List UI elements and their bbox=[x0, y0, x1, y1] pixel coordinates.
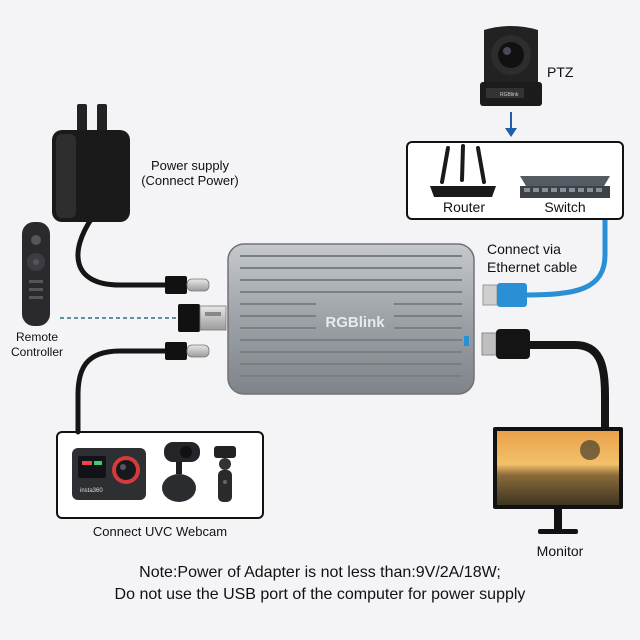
power-supply-label-line1: Power supply bbox=[150, 158, 230, 173]
remote-label: Remote Controller bbox=[2, 330, 72, 360]
usb-c-connector-icon bbox=[165, 342, 210, 360]
rgblink-device bbox=[227, 243, 475, 395]
monitor-icon bbox=[493, 427, 623, 534]
note-line-1: Note:Power of Adapter is not less than:9… bbox=[139, 564, 501, 581]
ptz-camera-icon bbox=[480, 26, 542, 106]
ethernet-label-line1: Connect via bbox=[487, 241, 561, 257]
power-supply-label: Power supply (Connect Power) bbox=[130, 158, 250, 188]
usb-a-connector-icon bbox=[178, 304, 227, 332]
ethernet-label-line2: Ethernet cable bbox=[487, 259, 578, 275]
remote-label-line2: Controller bbox=[10, 345, 64, 359]
webcam-icon bbox=[162, 442, 200, 502]
device-brand-label: RGBlink bbox=[325, 314, 385, 331]
ptz-label: PTZ bbox=[547, 64, 574, 80]
switch-label: Switch bbox=[544, 199, 586, 215]
hdmi-cable bbox=[526, 341, 609, 434]
webcam-cable bbox=[75, 348, 171, 435]
usb-c-connector-icon bbox=[165, 276, 210, 294]
router-label: Router bbox=[442, 199, 486, 215]
ethernet-label: Connect via Ethernet cable bbox=[487, 240, 577, 276]
remote-label-line1: Remote bbox=[15, 330, 59, 344]
ethernet-cable bbox=[522, 215, 608, 298]
ptz-brand-label: RGBlink bbox=[500, 92, 519, 98]
power-supply-label-line2: (Connect Power) bbox=[141, 173, 239, 188]
gimbal-camera-icon bbox=[214, 446, 236, 502]
rj45-connector-icon bbox=[482, 283, 527, 307]
monitor-label: Monitor bbox=[536, 543, 584, 559]
power-cable bbox=[75, 215, 171, 288]
action-camera-icon bbox=[72, 448, 146, 500]
remote-control-icon bbox=[22, 222, 50, 326]
note-line-2: Do not use the USB port of the computer … bbox=[114, 586, 526, 603]
hdmi-connector-icon bbox=[481, 329, 530, 359]
action-cam-brand-label: insta360 bbox=[80, 488, 103, 494]
power-adapter-icon bbox=[52, 104, 130, 222]
arrow-down-icon bbox=[505, 112, 517, 137]
webcam-label: Connect UVC Webcam bbox=[92, 524, 228, 539]
